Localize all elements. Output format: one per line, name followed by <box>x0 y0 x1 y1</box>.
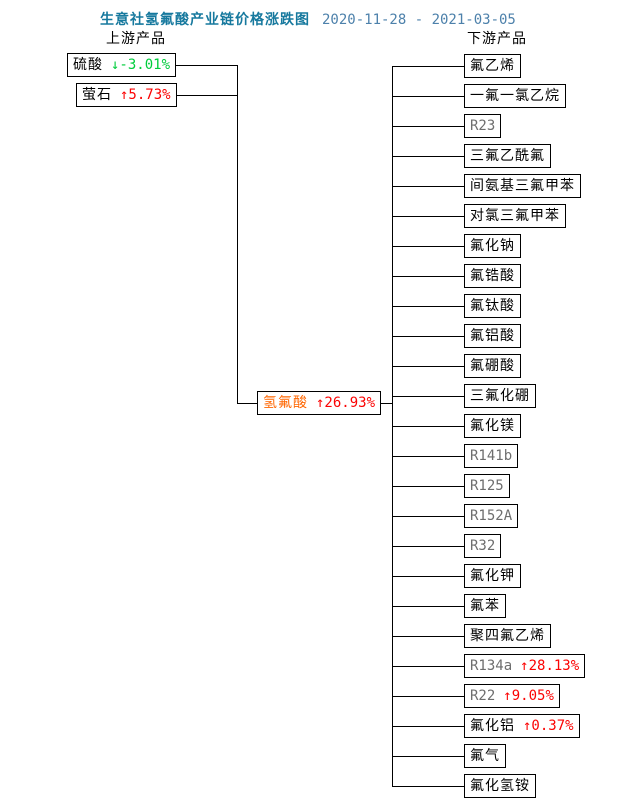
connector-line-downstream <box>392 396 476 397</box>
node-label: 氟气 <box>470 748 500 764</box>
connector-line-downstream <box>392 96 476 97</box>
node-label: 氟乙烯 <box>470 58 515 74</box>
connector-line-downstream <box>392 606 476 607</box>
node-change: ↓-3.01% <box>111 57 171 73</box>
chain-node: 氟锆酸 <box>464 264 521 288</box>
node-label: R125 <box>470 478 504 494</box>
node-label: 氟锆酸 <box>470 268 515 284</box>
upstream-header: 上游产品 <box>106 31 166 47</box>
connector-line-downstream <box>392 66 476 67</box>
connector-line-downstream <box>392 516 476 517</box>
chain-node: 氟化氢铵 <box>464 774 536 798</box>
connector-line-downstream <box>392 336 476 337</box>
node-label: 氟钛酸 <box>470 298 515 314</box>
chain-node: 三氟乙酰氟 <box>464 144 551 168</box>
chain-node: R141b <box>464 444 519 468</box>
connector-line-downstream <box>392 126 476 127</box>
chain-node: 氟化钾 <box>464 564 521 588</box>
chain-node: 对氯三氟甲苯 <box>464 204 566 228</box>
node-label: R23 <box>470 118 496 134</box>
node-label: 聚四氟乙烯 <box>470 628 545 644</box>
node-label: 萤石 <box>82 87 112 103</box>
chain-node: 间氨基三氟甲苯 <box>464 174 581 198</box>
connector-line-downstream <box>392 636 476 637</box>
trunk-line-upstream <box>237 65 238 404</box>
connector-line-upstream <box>120 65 237 66</box>
chain-node: R125 <box>464 474 510 498</box>
connector-line-downstream <box>392 666 476 667</box>
connector-line-downstream <box>392 456 476 457</box>
node-change: ↑28.13% <box>520 658 580 674</box>
node-change: ↑26.93% <box>316 395 376 411</box>
connector-line-downstream <box>392 726 476 727</box>
connector-line-upstream <box>120 95 237 96</box>
chain-node: 萤石 ↑5.73% <box>76 83 177 107</box>
connector-line-downstream <box>392 486 476 487</box>
node-label: R152A <box>470 508 513 524</box>
node-label: 三氟化硼 <box>470 388 530 404</box>
node-label: 氟苯 <box>470 598 500 614</box>
node-label: 氟化氢铵 <box>470 778 530 794</box>
chain-node: 聚四氟乙烯 <box>464 624 551 648</box>
node-label: 氟铝酸 <box>470 328 515 344</box>
connector-line-downstream <box>392 306 476 307</box>
connector-line-downstream <box>392 366 476 367</box>
chart-title: 生意社氢氟酸产业链价格涨跌图 <box>100 12 310 28</box>
chain-node: 氟硼酸 <box>464 354 521 378</box>
chain-node: R23 <box>464 114 502 138</box>
node-label: 氟化钾 <box>470 568 515 584</box>
node-label: 硫酸 <box>73 57 103 73</box>
connector-line-downstream <box>392 756 476 757</box>
node-label: 三氟乙酰氟 <box>470 148 545 164</box>
node-label: R32 <box>470 538 496 554</box>
chain-node: 氟化镁 <box>464 414 521 438</box>
connector-line-downstream <box>392 426 476 427</box>
chain-node: 氟化钠 <box>464 234 521 258</box>
node-label: 氟硼酸 <box>470 358 515 374</box>
node-label: R134a <box>470 658 513 674</box>
chain-node: 氟气 <box>464 744 506 768</box>
node-label: 氟化钠 <box>470 238 515 254</box>
node-label: 氟化铝 <box>470 718 515 734</box>
node-change: ↑0.37% <box>523 718 574 734</box>
chain-node: R152A <box>464 504 519 528</box>
connector-line-downstream <box>392 276 476 277</box>
node-label: 间氨基三氟甲苯 <box>470 178 575 194</box>
chain-node: R22 ↑9.05% <box>464 684 560 708</box>
connector-line-downstream <box>392 216 476 217</box>
chain-node: 一氟一氯乙烷 <box>464 84 566 108</box>
chain-node: 三氟化硼 <box>464 384 536 408</box>
chain-node: 氟铝酸 <box>464 324 521 348</box>
connector-line-downstream <box>392 186 476 187</box>
connector-line-downstream <box>392 576 476 577</box>
chain-node: R32 <box>464 534 502 558</box>
node-label: 对氯三氟甲苯 <box>470 208 560 224</box>
node-label: 一氟一氯乙烷 <box>470 88 560 104</box>
connector-line-downstream <box>392 786 476 787</box>
downstream-header: 下游产品 <box>467 31 527 47</box>
chain-node: 氟乙烯 <box>464 54 521 78</box>
diagram-header: 生意社氢氟酸产业链价格涨跌图 2020-11-28 - 2021-03-05 <box>100 9 516 29</box>
connector-line-downstream <box>392 696 476 697</box>
connector-line-downstream <box>392 156 476 157</box>
chain-node: 氟钛酸 <box>464 294 521 318</box>
chain-node: 氟化铝 ↑0.37% <box>464 714 580 738</box>
node-label: 氟化镁 <box>470 418 515 434</box>
node-label: R22 <box>470 688 496 704</box>
connector-line-downstream <box>392 246 476 247</box>
connector-line-downstream <box>392 546 476 547</box>
date-range: 2020-11-28 - 2021-03-05 <box>322 12 516 28</box>
node-label: R141b <box>470 448 513 464</box>
chain-node: 氢氟酸 ↑26.93% <box>257 391 382 415</box>
chain-node: 氟苯 <box>464 594 506 618</box>
chain-node: 硫酸 ↓-3.01% <box>67 53 177 77</box>
node-label: 氢氟酸 <box>263 395 308 411</box>
node-change: ↑9.05% <box>503 688 554 704</box>
chain-node: R134a ↑28.13% <box>464 654 586 678</box>
node-change: ↑5.73% <box>120 87 171 103</box>
